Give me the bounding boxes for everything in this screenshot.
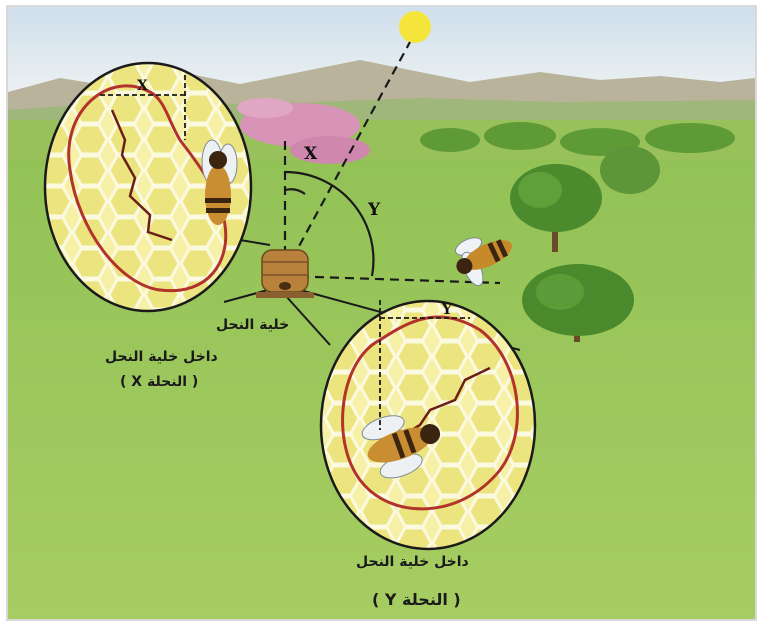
inside-hive-x-label: داخل خلية النحل <box>105 349 218 365</box>
inside-hive-y-label: داخل خلية النحل <box>356 554 469 570</box>
comb-x-angle-label: X <box>137 78 148 94</box>
hive-label: خلية النحل <box>216 317 289 333</box>
bee-y-caption: ( النحلة Y ) <box>372 590 461 609</box>
sun-icon <box>399 11 431 43</box>
comb-zoom-x <box>45 63 251 311</box>
comb-zoom-y <box>321 300 535 549</box>
angle-label-y: Y <box>368 200 380 220</box>
bee-x-caption: ( النحلة X ) <box>120 374 198 390</box>
tree-icon <box>600 146 660 194</box>
comb-y-angle-label: Y <box>442 302 452 318</box>
angle-label-x: X <box>304 144 317 164</box>
